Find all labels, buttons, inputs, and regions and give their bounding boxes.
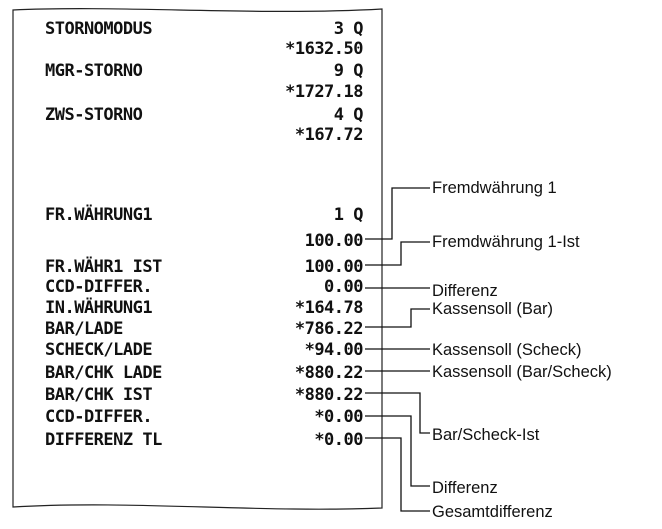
fr-waehrung1-qty: 1 Q	[333, 205, 364, 225]
callout-fremdwaehrung1-ist: Fremdwährung 1-Ist	[432, 233, 580, 251]
fr-waehrung1-label: FR.WÄHRUNG1	[45, 205, 153, 225]
bar-chk-ist-amount: *880.22	[294, 385, 364, 405]
callout-line-kassensoll-bar	[365, 308, 430, 328]
zws-storno-amount: *167.72	[294, 125, 364, 145]
bar-chk-ist-label: BAR/CHK IST	[45, 385, 153, 405]
callout-differenz-1: Differenz	[432, 282, 498, 300]
ccd-differ-2-amount: *0.00	[314, 407, 363, 427]
callout-line-gesamtdifferenz	[365, 437, 430, 512]
zws-storno-qty: 4 Q	[333, 105, 364, 125]
bar-chk-lade-label: BAR/CHK LADE	[45, 363, 162, 383]
callout-kassensoll-bar-scheck: Kassensoll (Bar/Scheck)	[432, 363, 612, 381]
storno-amount: *1632.50	[285, 39, 363, 59]
receipt-outline	[12, 8, 383, 510]
callout-line-fremdwaehrung1	[365, 187, 430, 240]
callout-line-bar-scheck-ist	[365, 392, 430, 434]
in-waehrung1-amount: *164.78	[294, 298, 364, 318]
callout-differenz-2: Differenz	[432, 479, 498, 497]
differenz-tl-amount: *0.00	[314, 430, 363, 450]
callout-line-differenz-2	[365, 415, 430, 487]
bar-lade-label: BAR/LADE	[45, 319, 123, 339]
differenz-tl-label: DIFFERENZ TL	[45, 430, 162, 450]
fr-waehr1-ist-label: FR.WÄHR1 IST	[45, 257, 162, 277]
fr-waehrung1-amount: 100.00	[304, 231, 364, 251]
storno-label: STORNOMODUS	[45, 19, 153, 39]
storno-qty: 3 Q	[333, 19, 364, 39]
ccd-differ-2-label: CCD-DIFFER.	[45, 407, 153, 427]
callout-kassensoll-scheck: Kassensoll (Scheck)	[432, 341, 582, 359]
mgr-storno-label: MGR-STORNO	[45, 61, 143, 81]
mgr-storno-amount: *1727.18	[285, 82, 363, 102]
callout-kassensoll-bar: Kassensoll (Bar)	[432, 300, 554, 318]
callout-fremdwaehrung1: Fremdwährung 1	[432, 179, 557, 197]
scheck-lade-label: SCHECK/LADE	[45, 340, 153, 360]
callout-bar-scheck-ist: Bar/Scheck-Ist	[432, 426, 540, 444]
mgr-storno-qty: 9 Q	[333, 61, 364, 81]
fr-waehr1-ist-amount: 100.00	[304, 257, 364, 277]
ccd-differ-label: CCD-DIFFER.	[45, 277, 153, 297]
ccd-differ-amount: 0.00	[324, 277, 363, 297]
callout-gesamtdifferenz: Gesamtdifferenz	[432, 503, 553, 521]
in-waehrung1-label: IN.WÄHRUNG1	[45, 298, 153, 318]
bar-lade-amount: *786.22	[294, 319, 364, 339]
bar-chk-lade-amount: *880.22	[294, 363, 364, 383]
scheck-lade-amount: *94.00	[304, 340, 364, 360]
zws-storno-label: ZWS-STORNO	[45, 105, 143, 125]
callout-line-fremdwaehrung1-ist	[365, 241, 430, 266]
